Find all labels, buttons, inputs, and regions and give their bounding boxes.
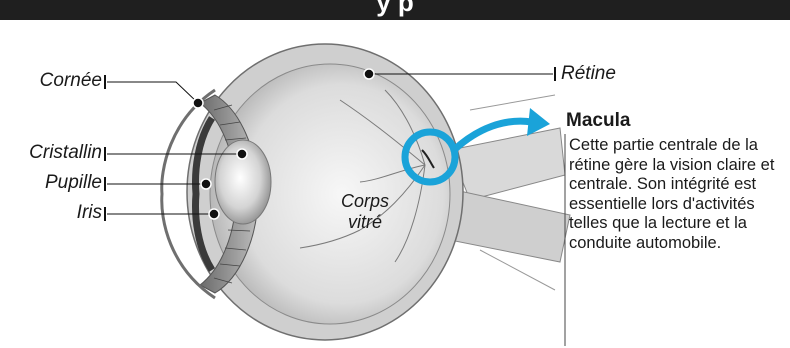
label-vitreous: Corps vitré	[320, 191, 410, 233]
label-iris: Iris	[0, 202, 102, 224]
label-retina: Rétine	[561, 63, 616, 85]
macula-description: Cette partie centrale de la rétine gère …	[569, 136, 789, 254]
label-cornea: Cornée	[0, 70, 102, 92]
label-vitreous-line1: Corps	[320, 191, 410, 212]
label-lens: Cristallin	[0, 142, 102, 164]
label-vitreous-line2: vitré	[320, 212, 410, 233]
label-pupil: Pupille	[0, 172, 102, 194]
macula-title: Macula	[566, 110, 630, 132]
